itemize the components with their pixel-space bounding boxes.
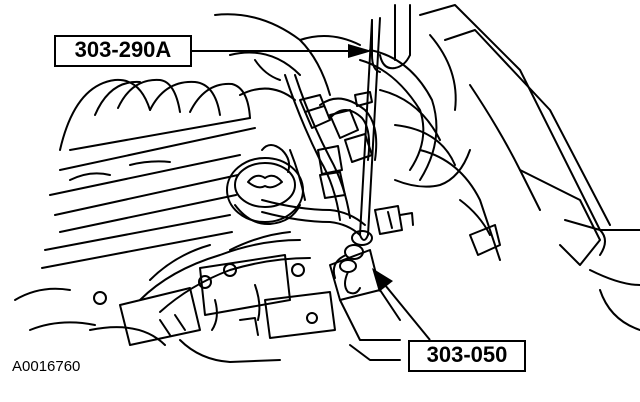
filler-cap [226, 144, 304, 226]
callout-tool-303-050: 303-050 [408, 340, 526, 372]
fuel-rail [14, 231, 336, 363]
tool-303-050 [332, 230, 373, 295]
plenum [214, 4, 411, 101]
intake-manifold [41, 78, 256, 269]
leader-arrow-303-050 [372, 268, 431, 341]
tool-303-290a [359, 17, 381, 241]
figure-id: A0016760 [12, 358, 81, 375]
leader-arrow-303-290a [192, 44, 372, 58]
fender-panel [379, 4, 640, 331]
callout-tool-303-290a: 303-290A [54, 35, 192, 67]
